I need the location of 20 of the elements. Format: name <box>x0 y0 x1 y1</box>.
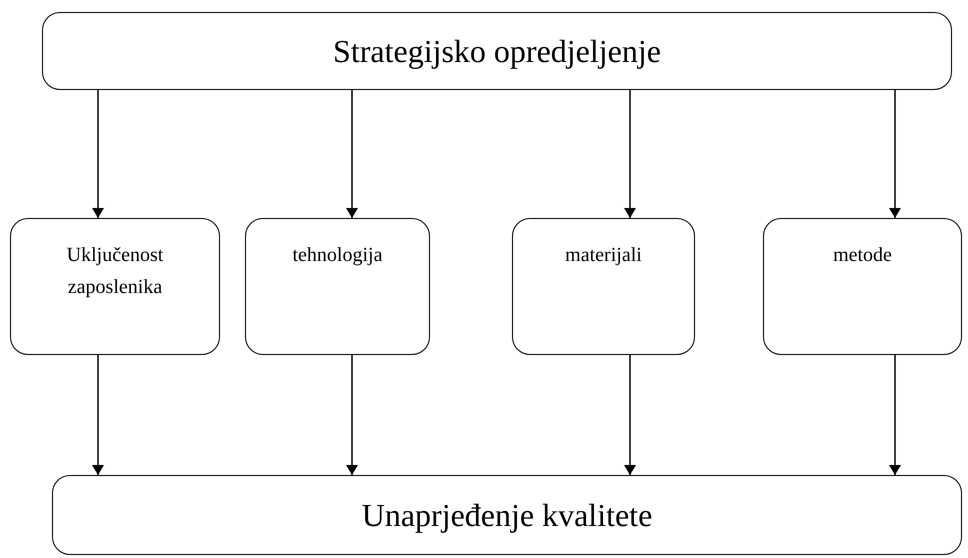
arrow <box>889 355 901 475</box>
rounded-box <box>245 218 430 355</box>
box-label: Uključenost zaposlenika <box>66 243 164 300</box>
rounded-box <box>512 218 695 355</box>
box-label: Strategijsko opredjeljenje <box>333 32 661 71</box>
arrow <box>92 90 104 218</box>
arrow <box>889 90 901 218</box>
rounded-box <box>52 475 962 555</box>
arrow <box>624 90 636 218</box>
box-label: tehnologija <box>292 243 382 268</box>
rounded-box <box>42 12 952 90</box>
rounded-box <box>763 218 962 355</box>
box-label: materijali <box>565 243 642 268</box>
rounded-box <box>10 218 220 355</box>
arrow <box>346 90 358 218</box>
arrow <box>92 355 104 475</box>
box-label: Unaprjeđenje kvalitete <box>362 496 652 535</box>
box-label: metode <box>833 243 892 268</box>
arrow <box>624 355 636 475</box>
arrow <box>346 355 358 475</box>
